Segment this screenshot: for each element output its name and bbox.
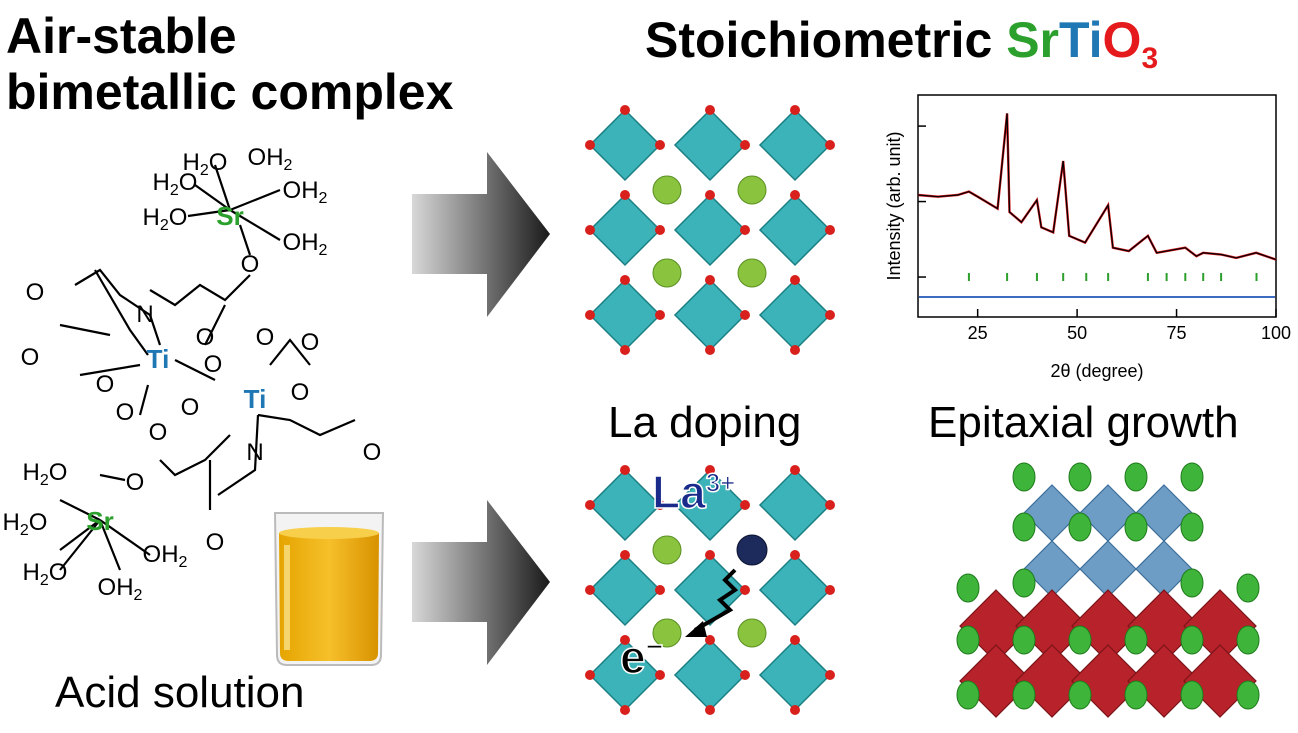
water-ligand: OH2 (283, 229, 328, 259)
complex-title-line1: Air-stable (6, 8, 237, 64)
la-charge: 3+ (705, 467, 736, 499)
water-ligand: H2O (3, 509, 48, 539)
epitaxial-structure (956, 462, 1260, 718)
oxygen-atom: O (256, 324, 275, 351)
nitrogen-atom: N (246, 439, 263, 466)
strontium-atoms (956, 462, 1260, 710)
title-prefix: Stoichiometric (645, 12, 1007, 68)
water-ligand: H2O (153, 169, 198, 199)
electron-charge: − (645, 630, 664, 665)
x-tick-label: 100 (1261, 323, 1291, 343)
oxygen-atom: O (26, 279, 45, 306)
oxygen-atom: O (96, 371, 115, 398)
observed-series-line (917, 113, 1277, 261)
beaker-icon (273, 512, 385, 666)
oxygen-atom: O (126, 469, 145, 496)
substrate-layer (959, 589, 1257, 718)
oxygen-atom: O (291, 379, 310, 406)
oxygen-atom: O (21, 344, 40, 371)
oxygen-atom: O (204, 351, 223, 378)
la-dopant-atom (736, 534, 768, 566)
oxygen-atom: O (116, 399, 135, 426)
acid-solution-caption: Acid solution (55, 668, 305, 717)
la-ion-label: La3+ (651, 465, 736, 519)
strontium-atom-lower: Sr (86, 506, 113, 536)
titanium-atom-right: Ti (244, 384, 267, 414)
water-ligand: OH2 (98, 574, 143, 604)
y-axis-label: Intensity (arb. unit) (884, 131, 904, 280)
electron-transfer-arrow (694, 568, 739, 632)
complex-title-line2: bimetallic complex (6, 64, 454, 120)
water-ligand: H2O (23, 559, 68, 589)
epitaxial-growth-label: Epitaxial growth (928, 398, 1239, 447)
electron-label: e− (619, 630, 664, 684)
x-tick-label: 25 (968, 323, 988, 343)
oxygen-atom: O (363, 439, 382, 466)
right-arrow-icon (412, 500, 550, 665)
title-sr: Sr (1006, 12, 1059, 68)
la-doped-crystal-structure (585, 464, 836, 716)
perovskite-crystal-structure (585, 105, 835, 355)
oxygen-atom: O (149, 419, 168, 446)
water-ligand: OH2 (248, 144, 293, 174)
nitrogen-atom: N (136, 301, 153, 328)
titanium-atom-left: Ti (147, 344, 170, 374)
title-subscript: 3 (1141, 42, 1159, 75)
water-ligand: H2O (143, 204, 188, 234)
molecular-structure: H2O OH2 H2O OH2 H2O OH2 O N O O O O O O … (3, 144, 382, 604)
x-tick-label: 50 (1067, 323, 1087, 343)
water-ligand: OH2 (283, 177, 328, 207)
xrd-pattern-chart: 25 50 75 100 Intensity (arb. unit) 2θ (degr… (884, 94, 1291, 381)
oxygen-atom: O (181, 394, 200, 421)
water-ligand: H2O (23, 459, 68, 489)
strontium-atom-upper: Sr (216, 201, 243, 231)
right-arrow-icon (412, 152, 550, 317)
oxygen-atom: O (196, 324, 215, 351)
oxygen-atom: O (301, 329, 320, 356)
title-ti: Ti (1059, 12, 1103, 68)
film-layer (1023, 484, 1193, 598)
x-axis-label: 2θ (degree) (1050, 361, 1143, 381)
complex-title: Air-stable bimetallic complex (6, 8, 453, 120)
oxygen-atom: O (206, 529, 225, 556)
title-o: O (1102, 12, 1142, 68)
electron-symbol: e (619, 630, 646, 684)
water-ligand: OH2 (143, 541, 188, 571)
stoichiometric-title: Stoichiometric SrTiO3 (645, 12, 1158, 87)
chart-frame (917, 94, 1277, 318)
la-symbol: La (651, 465, 706, 519)
la-doping-label: La doping (608, 398, 802, 447)
x-tick-label: 75 (1167, 323, 1187, 343)
oxygen-atom: O (241, 251, 260, 278)
